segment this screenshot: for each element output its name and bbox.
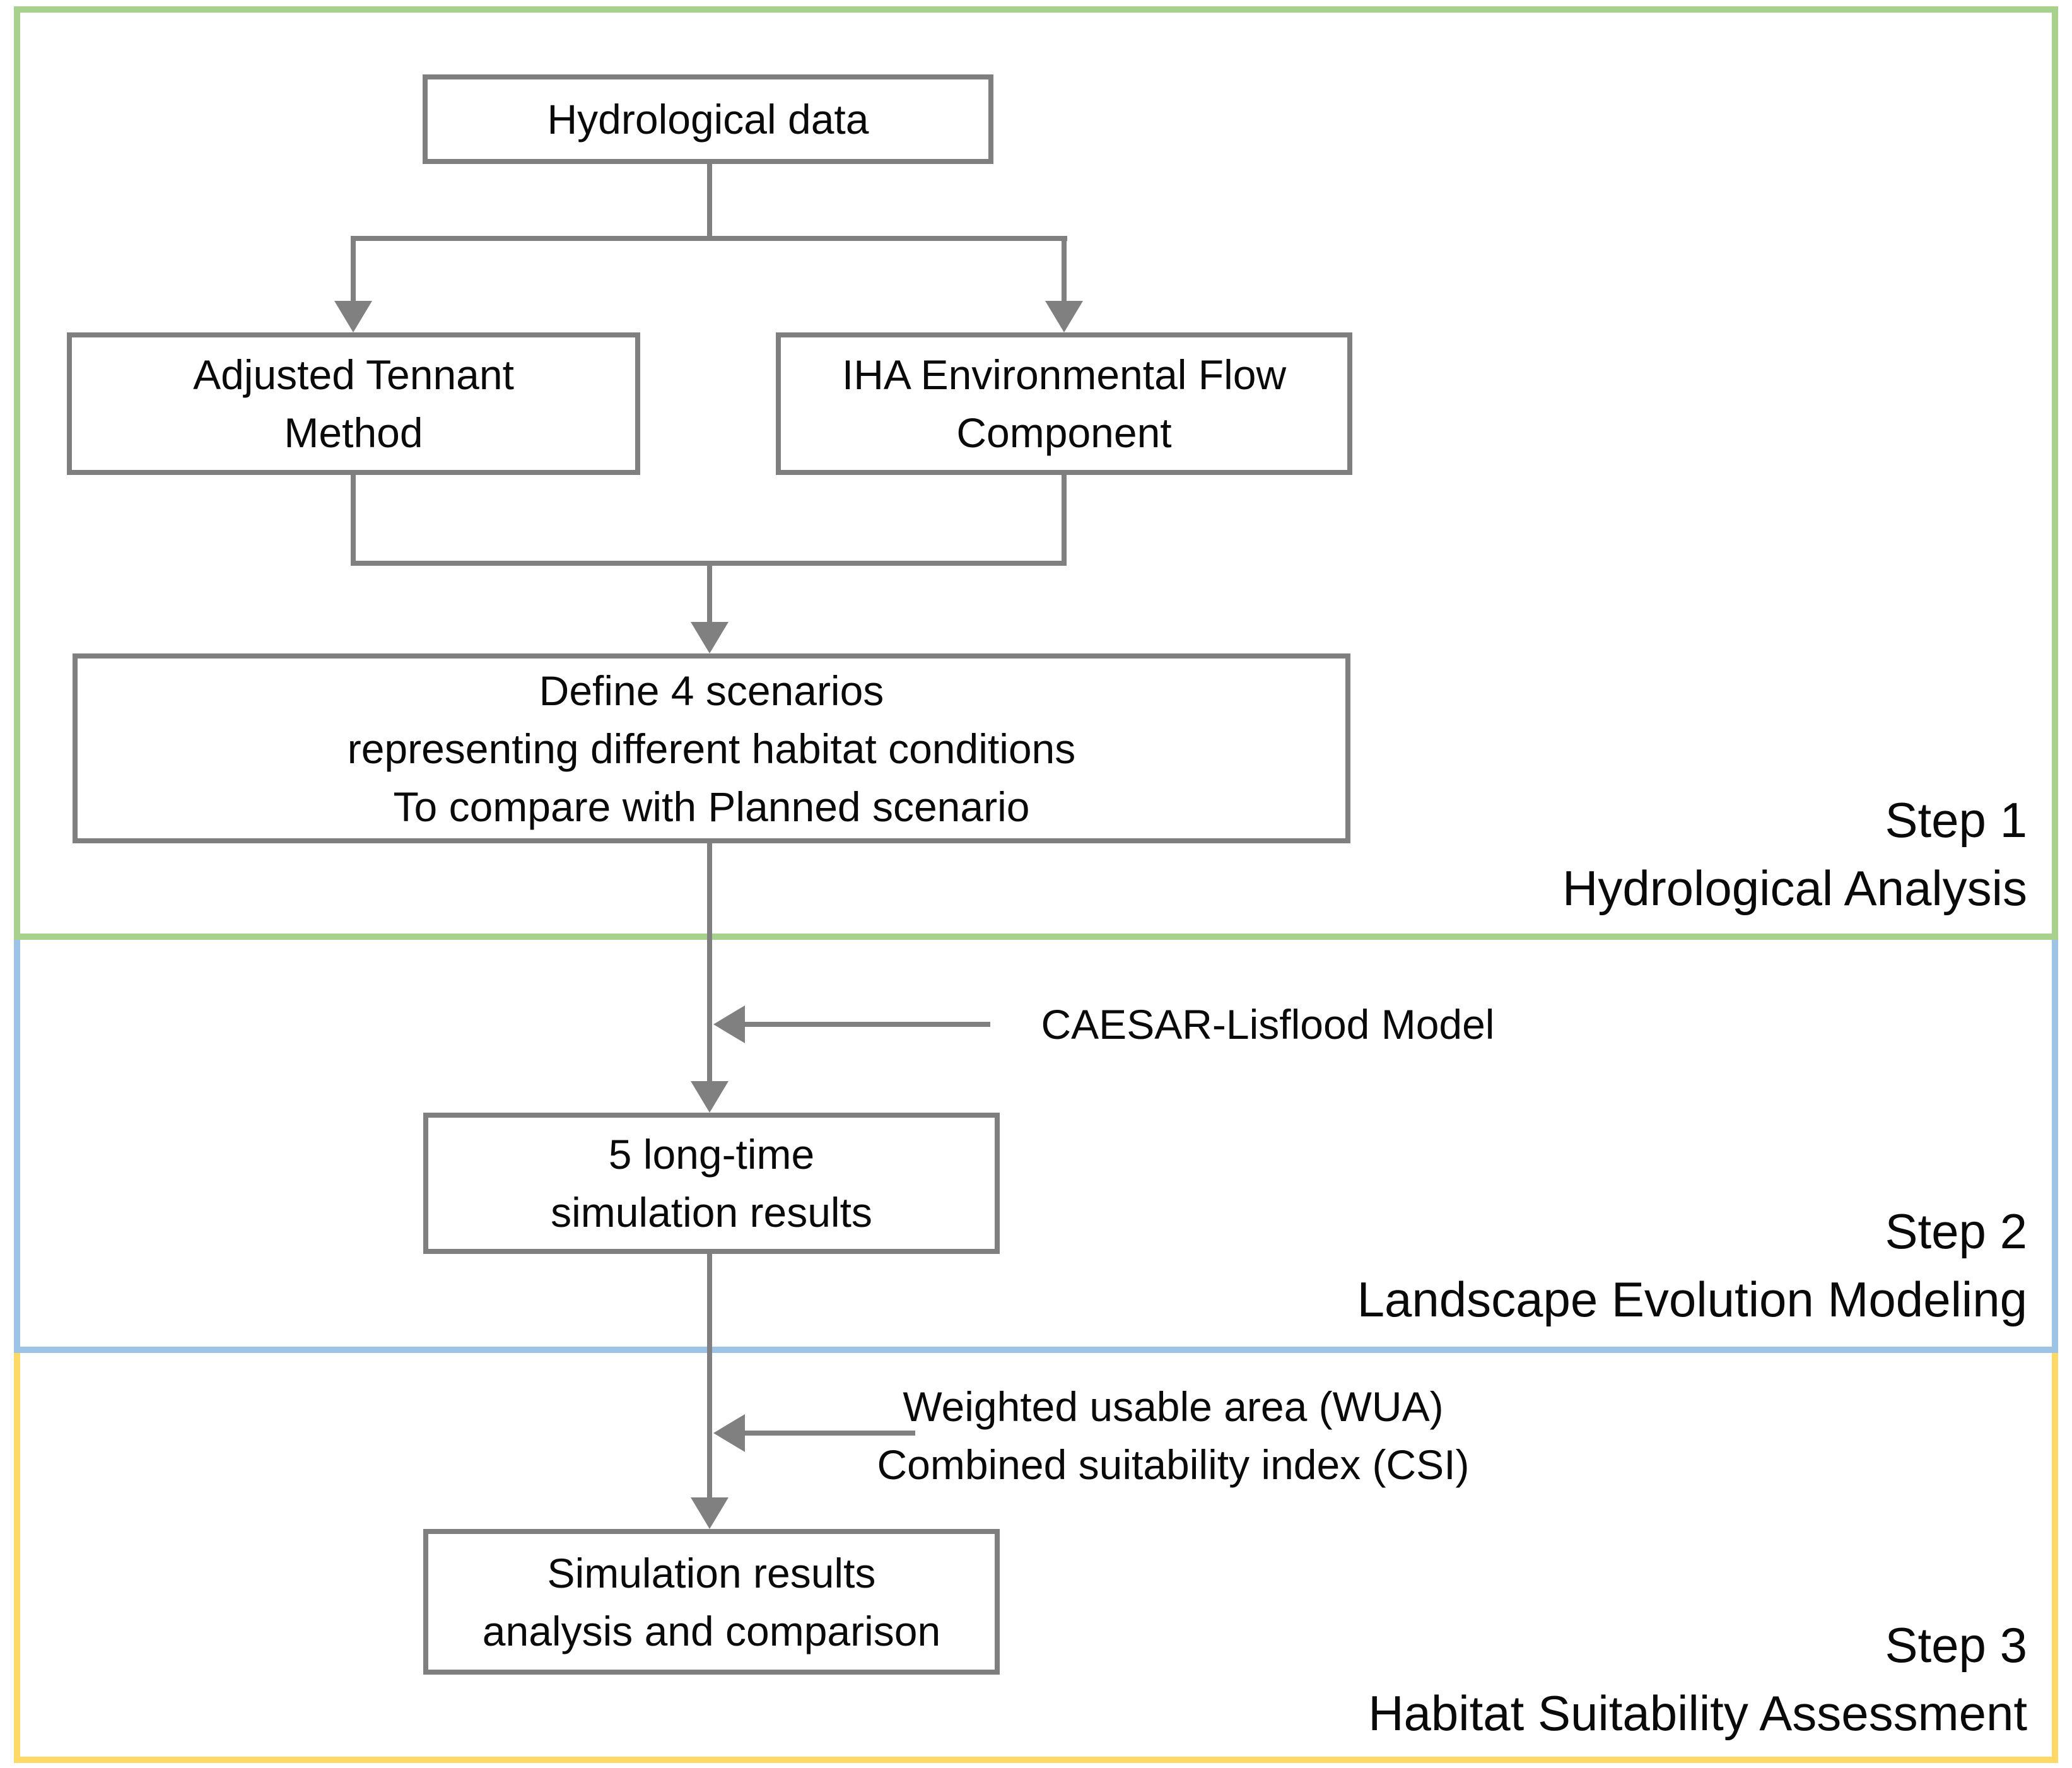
connector-fork-right-vertical (1062, 236, 1067, 302)
step3-number: Step 3 (1885, 1617, 2027, 1673)
arrowhead-caesar-into-flow (713, 1005, 745, 1043)
box-adjusted-tennant-line1: Adjusted Tennant (193, 351, 514, 398)
connector-caesar-horizontal (745, 1022, 990, 1027)
box-hydrological-data-line: Hydrological data (547, 96, 869, 143)
arrowhead-to-adjusted-tennant (334, 301, 372, 332)
arrowhead-to-iha (1045, 301, 1083, 332)
connector-merge-right-vertical (1062, 475, 1067, 566)
step2-label: Step 2 Landscape Evolution Modeling (1357, 1197, 2027, 1333)
step2-title: Landscape Evolution Modeling (1357, 1272, 2027, 1327)
section-step1-hydrological-analysis (14, 6, 2058, 940)
caesar-lisflood-text: CAESAR-Lisflood Model (1041, 1001, 1495, 1048)
box-define-line2: representing different habitat condition… (347, 725, 1076, 772)
box-define-scenarios: Define 4 scenarios representing differen… (73, 653, 1350, 843)
step3-title: Habitat Suitability Assessment (1368, 1685, 2027, 1741)
box-iha-line2: Component (956, 409, 1172, 456)
step1-label: Step 1 Hydrological Analysis (1562, 786, 2027, 922)
arrowhead-to-define-scenarios (691, 622, 729, 653)
box-5-longtime-simulation-results: 5 long-time simulation results (423, 1113, 1000, 1254)
step1-number: Step 1 (1885, 792, 2027, 848)
connector-wua-horizontal (745, 1431, 915, 1436)
step1-title: Hydrological Analysis (1562, 860, 2027, 916)
connector-hydro-down (707, 164, 712, 241)
box-5long-line1: 5 long-time (608, 1131, 815, 1178)
step3-label: Step 3 Habitat Suitability Assessment (1368, 1611, 2027, 1747)
section-step3-habitat-suitability-assessment (14, 1353, 2058, 1763)
connector-merge-down (707, 561, 712, 623)
box-5long-line2: simulation results (551, 1189, 872, 1236)
box-simres-line1: Simulation results (547, 1549, 876, 1596)
connector-fork-left-vertical (351, 236, 356, 302)
box-define-line3: To compare with Planned scenario (393, 783, 1030, 830)
step2-number: Step 2 (1885, 1203, 2027, 1259)
arrowhead-to-5long (691, 1081, 729, 1113)
connector-merge-left-vertical (351, 475, 356, 566)
box-adjusted-tennant-method: Adjusted Tennant Method (67, 332, 640, 475)
box-iha-line1: IHA Environmental Flow (841, 351, 1287, 398)
connector-define-to-5long (707, 843, 712, 1084)
box-adjusted-tennant-line2: Method (284, 409, 423, 456)
box-define-line1: Define 4 scenarios (539, 667, 884, 714)
connector-5long-to-simres (707, 1254, 712, 1500)
box-hydrological-data: Hydrological data (423, 74, 993, 164)
box-simres-line2: analysis and comparison (482, 1607, 941, 1654)
arrowhead-wua-into-flow (713, 1414, 745, 1452)
connector-fork-horizontal (351, 236, 1067, 241)
csi-text: Combined suitability index (CSI) (877, 1441, 1470, 1488)
section-step2-landscape-evolution-modeling (14, 940, 2058, 1353)
arrowhead-to-simres (691, 1497, 729, 1529)
caesar-lisflood-label: CAESAR-Lisflood Model (1009, 995, 1526, 1053)
box-simulation-results-analysis: Simulation results analysis and comparis… (423, 1529, 1000, 1675)
wua-csi-label: Weighted usable area (WUA) Combined suit… (732, 1378, 1615, 1494)
box-iha-environmental-flow-component: IHA Environmental Flow Component (776, 332, 1352, 475)
wua-text: Weighted usable area (WUA) (903, 1383, 1444, 1430)
